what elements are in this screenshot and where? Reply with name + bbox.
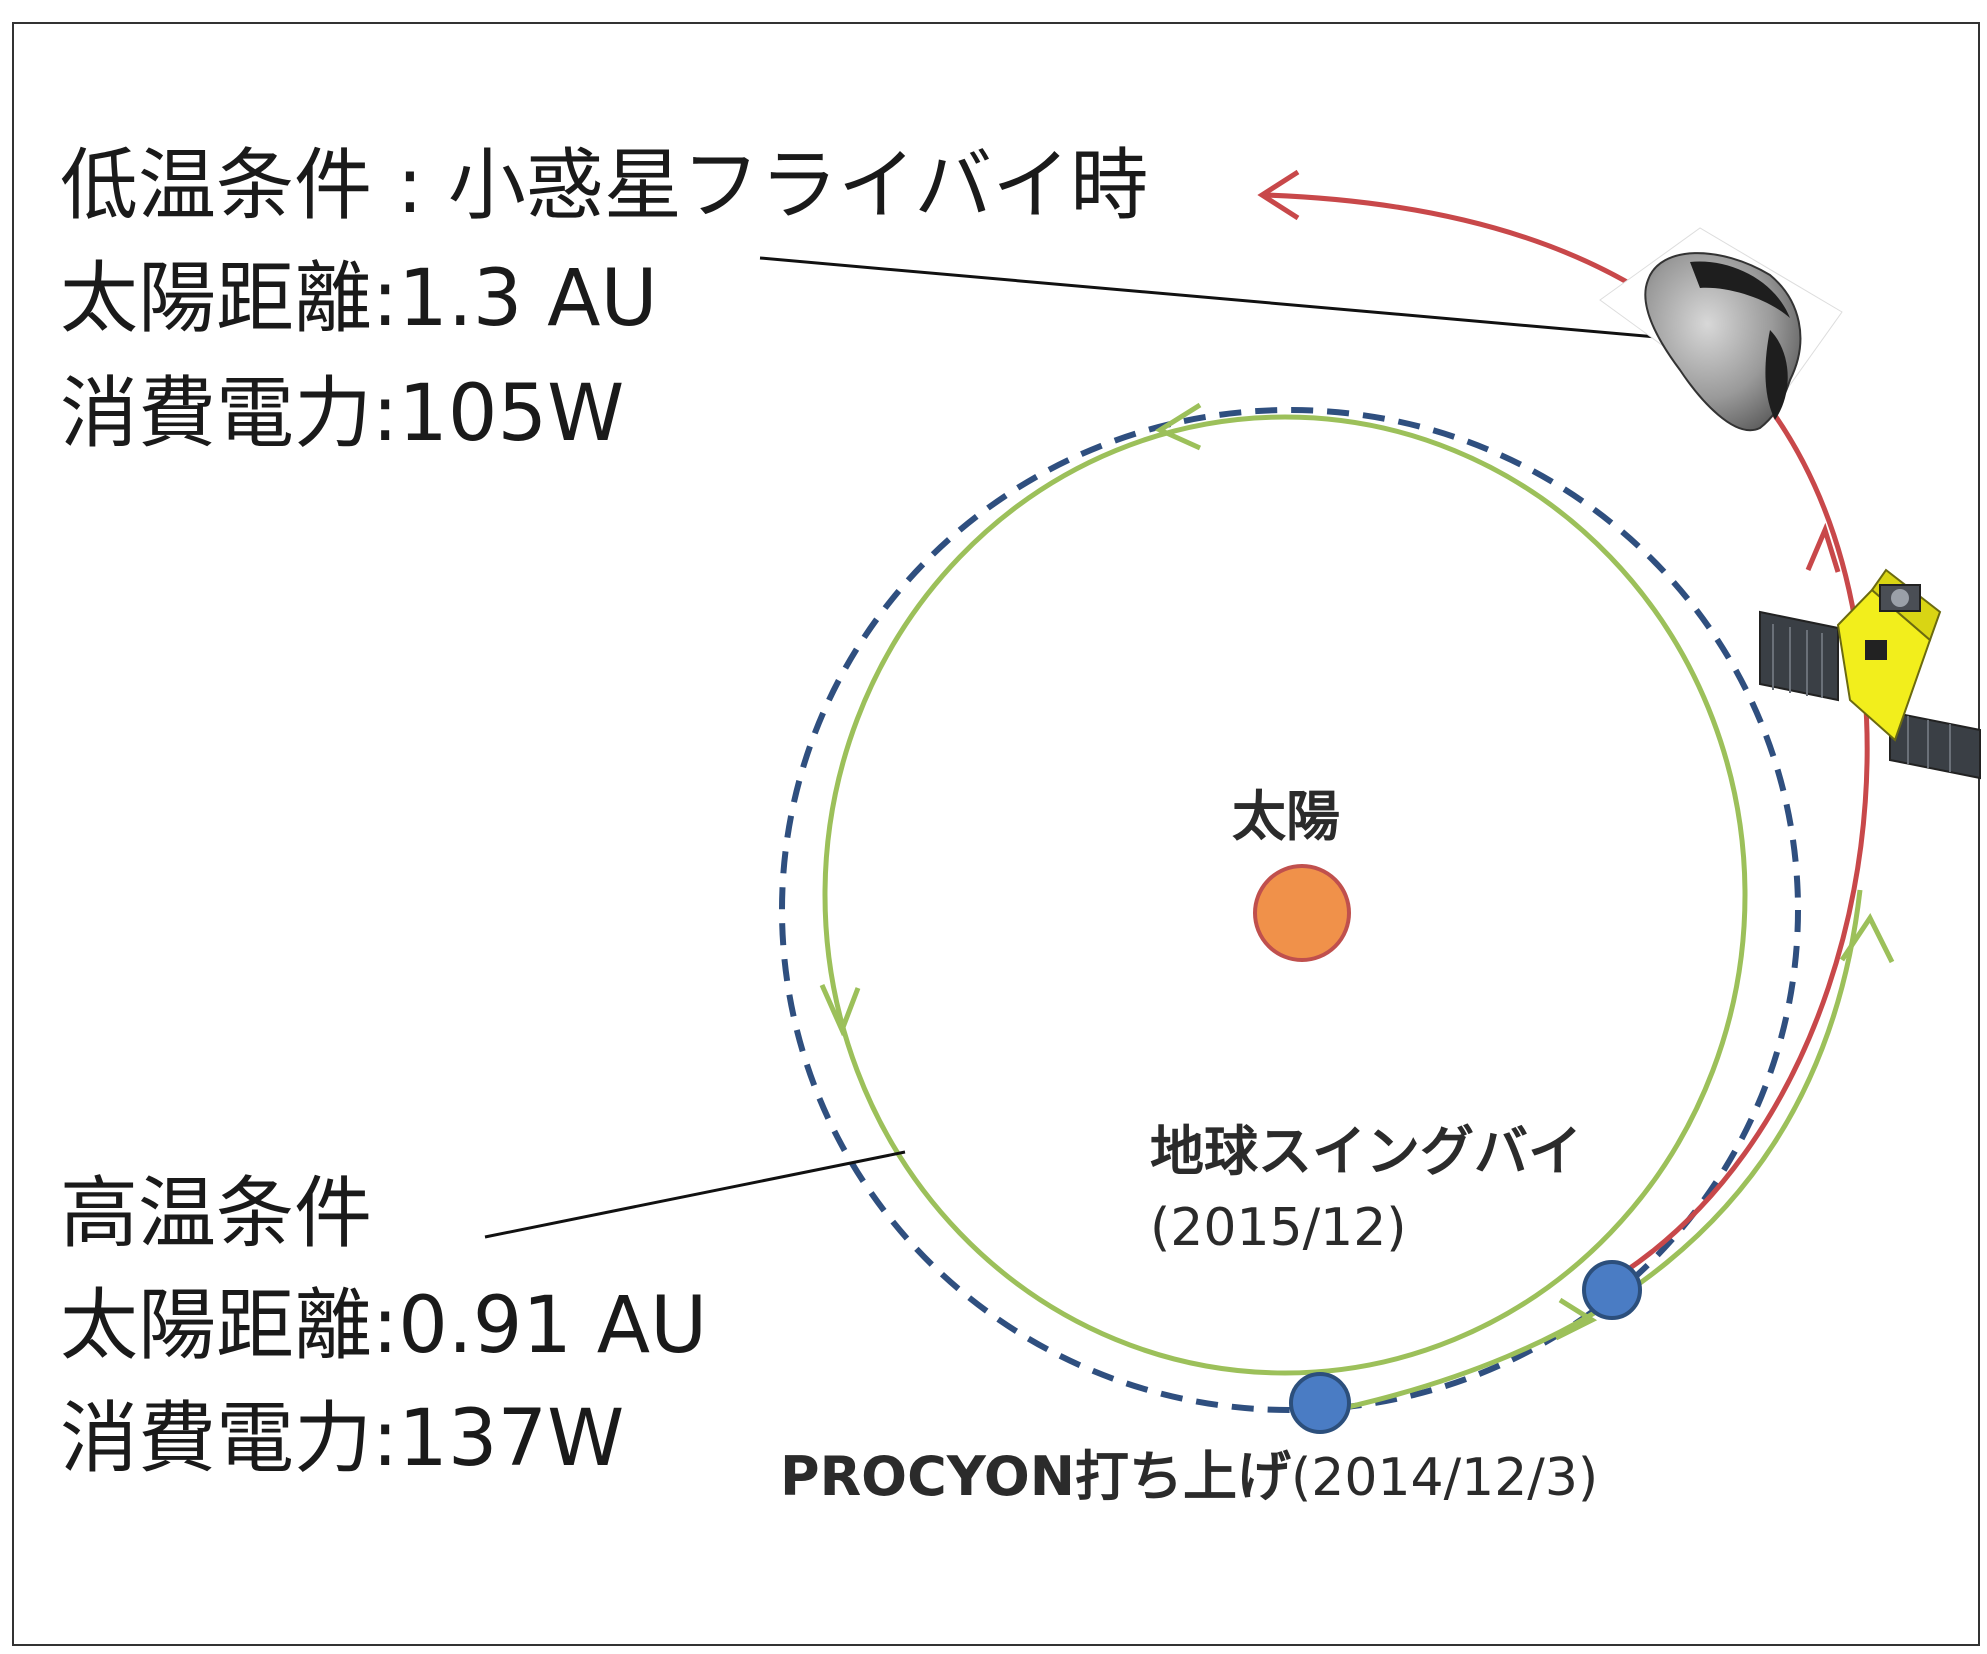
flyby-arrowhead-top [1257,169,1300,221]
high-temp-title: 高温条件 [60,1169,372,1259]
transfer-arrowhead-left [819,983,861,1037]
launch-label: PROCYON打ち上げ [780,1445,1291,1508]
launch-date: (2014/12/3) [1291,1448,1598,1508]
flyby-arrowhead-right [1805,522,1841,573]
post-swingby-green-arc [1334,889,1863,1413]
earth-swingby-marker [1582,1260,1642,1320]
earth-orbit [779,407,1801,1413]
high-temp-power: 消費電力:137W [60,1394,624,1484]
high-temp-distance: 太陽距離:0.91 AU [60,1281,707,1371]
low-temp-power: 消費電力:105W [60,369,624,459]
low-temp-distance: 太陽距離:1.3 AU [60,254,658,344]
launch-text: PROCYON打ち上げ(2014/12/3) [780,1445,1598,1508]
transfer-arrowhead-top [1154,402,1202,451]
figure-frame [12,22,1980,1646]
earth-launch-marker [1289,1372,1351,1434]
swingby-label: 地球スイングバイ [1150,1120,1582,1183]
transfer-arrowhead-right [1839,913,1895,964]
high-temp-leader-line [484,1150,906,1239]
swingby-date: (2015/12) [1150,1198,1407,1258]
low-temp-title: 低温条件 : 小惑星フライバイ時 [60,141,1148,231]
low-temp-leader-line [759,256,1691,342]
asteroid-image [1599,227,1843,432]
sun [1253,864,1351,962]
sun-label: 太陽 [1232,785,1340,848]
procyon-spacecraft-image [1759,568,1981,780]
transfer-arrowhead-bottom [1554,1297,1598,1341]
transfer-orbit [822,414,1748,1376]
